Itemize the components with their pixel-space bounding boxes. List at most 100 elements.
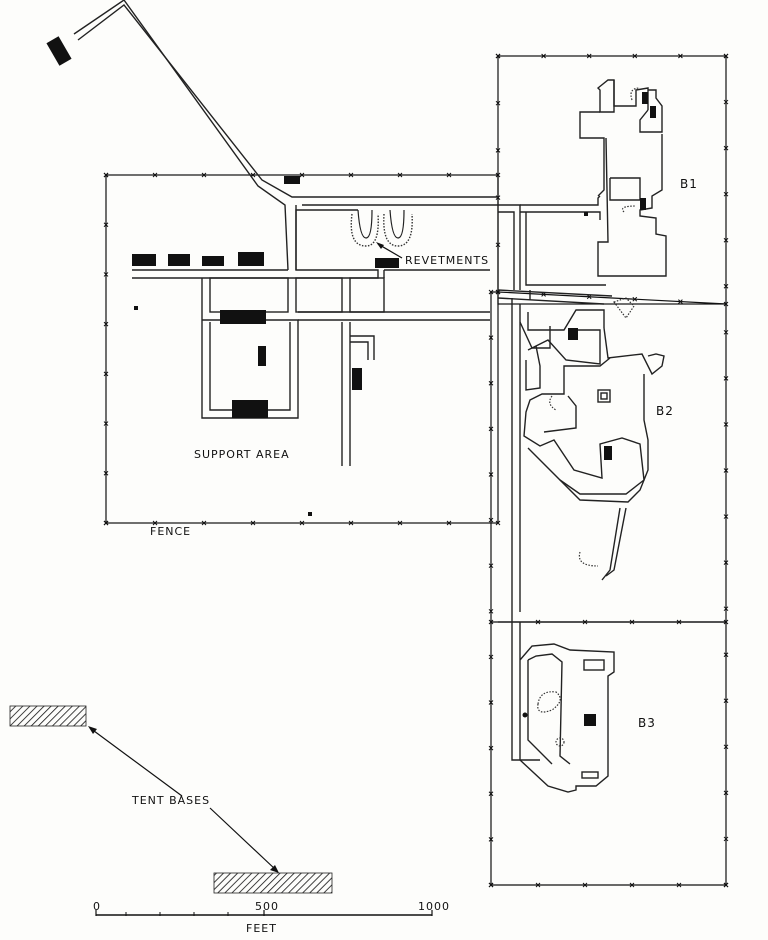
- fence-marker: [446, 520, 452, 526]
- fence-marker: [103, 172, 109, 178]
- fence-marker: [632, 53, 638, 59]
- fence-marker: [723, 99, 729, 105]
- label-fence: FENCE: [150, 525, 191, 538]
- fence-marker: [103, 321, 109, 327]
- scale-tick-0: 0: [93, 900, 101, 913]
- fence-marker: [586, 53, 592, 59]
- fence-marker: [488, 472, 494, 477]
- fence-marker: [103, 470, 109, 476]
- fence-marker: [103, 272, 109, 277]
- fence-marker: [495, 53, 501, 59]
- revetment-2: [383, 213, 413, 247]
- fence-marker: [678, 53, 683, 59]
- label-b2: B2: [656, 404, 674, 418]
- fence-marker: [723, 619, 729, 625]
- gate-building: [46, 36, 72, 66]
- fence-marker: [723, 283, 729, 289]
- label-revetments: REVETMENTS: [405, 254, 489, 267]
- fence-marker: [723, 698, 729, 704]
- fence-marker: [348, 520, 354, 526]
- fence-marker: [723, 145, 729, 151]
- scale-tick-1000: 1000: [418, 900, 450, 913]
- label-support-area: SUPPORT AREA: [194, 448, 290, 461]
- fence-marker: [723, 301, 729, 307]
- scale-unit: FEET: [246, 922, 277, 935]
- fence-marker: [723, 53, 729, 59]
- fence-marker: [723, 376, 729, 381]
- fence-marker: [582, 619, 588, 625]
- fence-marker: [103, 520, 109, 526]
- fence-marker: [488, 791, 494, 797]
- fence-marker: [201, 172, 207, 178]
- fence-marker: [488, 837, 494, 842]
- fence-marker: [152, 520, 158, 526]
- fence-marker: [723, 882, 729, 888]
- revetments: [350, 213, 413, 247]
- fence-marker: [397, 520, 403, 526]
- fence-marker: [488, 700, 494, 705]
- fence-marker: [488, 289, 494, 295]
- fence-marker: [488, 563, 494, 569]
- fence-marker: [535, 619, 541, 625]
- label-b1: B1: [680, 177, 698, 191]
- label-tent-bases: TENT BASES: [131, 794, 210, 807]
- support-area-fence: [105, 174, 499, 524]
- fence-marker: [299, 172, 305, 178]
- fence-markers: [103, 53, 729, 888]
- fence-marker: [541, 53, 546, 59]
- fence-marker: [488, 517, 494, 523]
- b-area-roads: [496, 79, 667, 793]
- fence-lines: [105, 55, 727, 886]
- fence-marker: [446, 172, 452, 178]
- support-block-3: [349, 277, 385, 313]
- fence-marker: [723, 514, 729, 519]
- fence-marker: [488, 882, 494, 888]
- tent-base-1: [9, 705, 87, 727]
- fence-marker: [629, 619, 635, 625]
- fence-marker: [678, 299, 683, 304]
- fence-marker: [495, 172, 501, 178]
- fence-marker: [632, 296, 638, 302]
- fence-marker: [723, 468, 729, 473]
- fence-marker: [723, 237, 729, 243]
- fence-marker: [348, 172, 354, 178]
- label-b3: B3: [638, 716, 656, 730]
- fence-marker: [582, 882, 588, 888]
- scale-tick-500: 500: [255, 900, 279, 913]
- fence-marker: [488, 619, 494, 625]
- support-buildings: [132, 176, 399, 516]
- revetment-1: [350, 213, 379, 247]
- support-area-roads: [132, 205, 490, 466]
- b-area-buildings: [522, 92, 656, 726]
- fence-marker: [488, 335, 494, 340]
- fence-marker: [676, 619, 682, 625]
- fence-marker: [723, 790, 729, 796]
- fence-marker: [723, 422, 729, 427]
- fence-marker: [495, 148, 501, 153]
- fence-marker: [723, 836, 729, 842]
- fence-marker: [299, 520, 305, 526]
- fence-marker: [723, 560, 729, 565]
- fence-marker: [103, 371, 109, 377]
- fence-marker: [488, 426, 494, 432]
- b-area-revetments: [537, 87, 641, 747]
- fence-marker: [676, 882, 682, 888]
- fence-marker: [488, 608, 494, 614]
- fence-marker: [250, 520, 256, 526]
- fence-marker: [152, 172, 158, 178]
- fence-marker: [488, 380, 494, 386]
- scale-bar: 0 500 1000 FEET: [93, 900, 450, 935]
- fence-marker: [488, 745, 494, 751]
- fence-marker: [723, 191, 729, 197]
- fence-marker: [201, 520, 207, 526]
- fence-marker: [495, 520, 501, 526]
- tent-base-2: [213, 872, 333, 894]
- b1-fence: [497, 55, 727, 305]
- fence-marker: [495, 100, 501, 106]
- fence-marker: [629, 882, 635, 888]
- support-block-1: [209, 277, 289, 313]
- fence-marker: [723, 744, 729, 750]
- fence-marker: [103, 222, 109, 228]
